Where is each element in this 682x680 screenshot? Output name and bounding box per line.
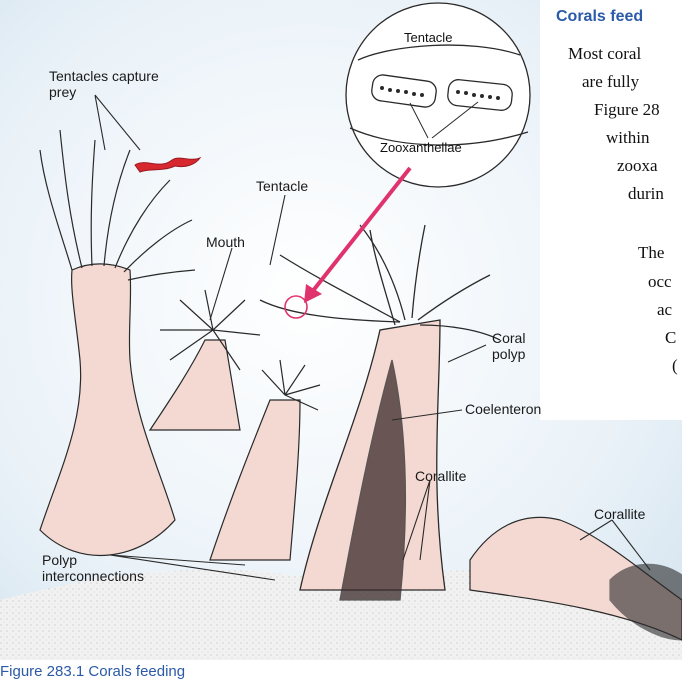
body-line-4: within [606, 128, 649, 148]
body-line-8: occ [648, 272, 672, 292]
body-line-2: are fully [582, 72, 639, 92]
body-line-11: ( [672, 356, 678, 376]
body-line-1: Most coral [568, 44, 641, 64]
body-line-7: The [638, 243, 664, 263]
inset-label-zooxanthellae: Zooxanthellae [380, 140, 462, 155]
label-coelenteron: Coelenteron [465, 401, 541, 417]
label-corallite-right: Corallite [594, 506, 645, 522]
label-tentacles-capture-prey: Tentacles capture prey [49, 68, 159, 100]
label-tentacle: Tentacle [256, 178, 308, 194]
body-line-3: Figure 28 [594, 100, 660, 120]
section-heading: Corals feed [556, 8, 643, 26]
body-line-10: C [665, 328, 676, 348]
label-polyp-interconnections: Polyp interconnections [42, 552, 144, 584]
label-mouth: Mouth [206, 234, 245, 250]
inset-label-tentacle: Tentacle [404, 30, 452, 45]
label-corallite-center: Corallite [415, 468, 466, 484]
label-coral-polyp: Coral polyp [492, 330, 525, 362]
body-line-6: durin [628, 184, 664, 204]
body-line-5: zooxa [617, 156, 658, 176]
figure-caption: Figure 283.1 Corals feeding [0, 663, 185, 680]
body-line-9: ac [657, 300, 672, 320]
